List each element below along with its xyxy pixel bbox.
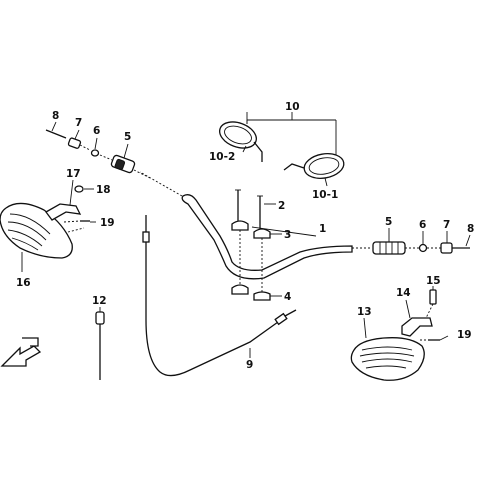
label-10-2: 10-2	[209, 151, 235, 163]
handlebar-clamps	[231, 189, 317, 301]
right-grip-assembly	[372, 228, 471, 255]
label-18: 18	[96, 184, 111, 196]
label-3: 3	[284, 229, 291, 241]
left-grip-assembly	[45, 121, 151, 179]
label-15: 15	[426, 275, 441, 287]
label-10-1: 10-1	[312, 189, 338, 201]
cable-12	[95, 307, 105, 380]
part-labels: 1 2 3 4 5 5 6 6 7 7 8 8 9 10 10-1 10-2 1…	[16, 101, 474, 371]
label-5-right: 5	[385, 216, 392, 228]
label-19-right: 19	[457, 329, 472, 341]
label-8-right: 8	[467, 223, 474, 235]
label-5-left: 5	[124, 131, 131, 143]
label-7-left: 7	[75, 117, 82, 129]
label-2: 2	[278, 200, 285, 212]
label-1: 1	[319, 223, 326, 235]
label-7-right: 7	[443, 219, 450, 231]
label-12: 12	[92, 295, 107, 307]
label-10: 10	[285, 101, 300, 113]
label-17: 17	[66, 168, 81, 180]
label-4: 4	[284, 291, 291, 303]
handlebar	[139, 171, 372, 280]
label-14: 14	[396, 287, 411, 299]
left-hand-guard-assembly	[0, 179, 96, 272]
label-6-left: 6	[93, 125, 100, 137]
label-6-right: 6	[419, 219, 426, 231]
mirrors	[219, 112, 345, 187]
front-direction-arrow-icon	[0, 337, 42, 367]
throttle-cable	[142, 215, 297, 377]
label-19-left: 19	[100, 217, 115, 229]
label-9: 9	[246, 359, 253, 371]
label-13: 13	[357, 306, 372, 318]
label-8-left: 8	[52, 110, 59, 122]
right-hand-guard-assembly	[350, 286, 449, 381]
label-16: 16	[16, 277, 31, 289]
